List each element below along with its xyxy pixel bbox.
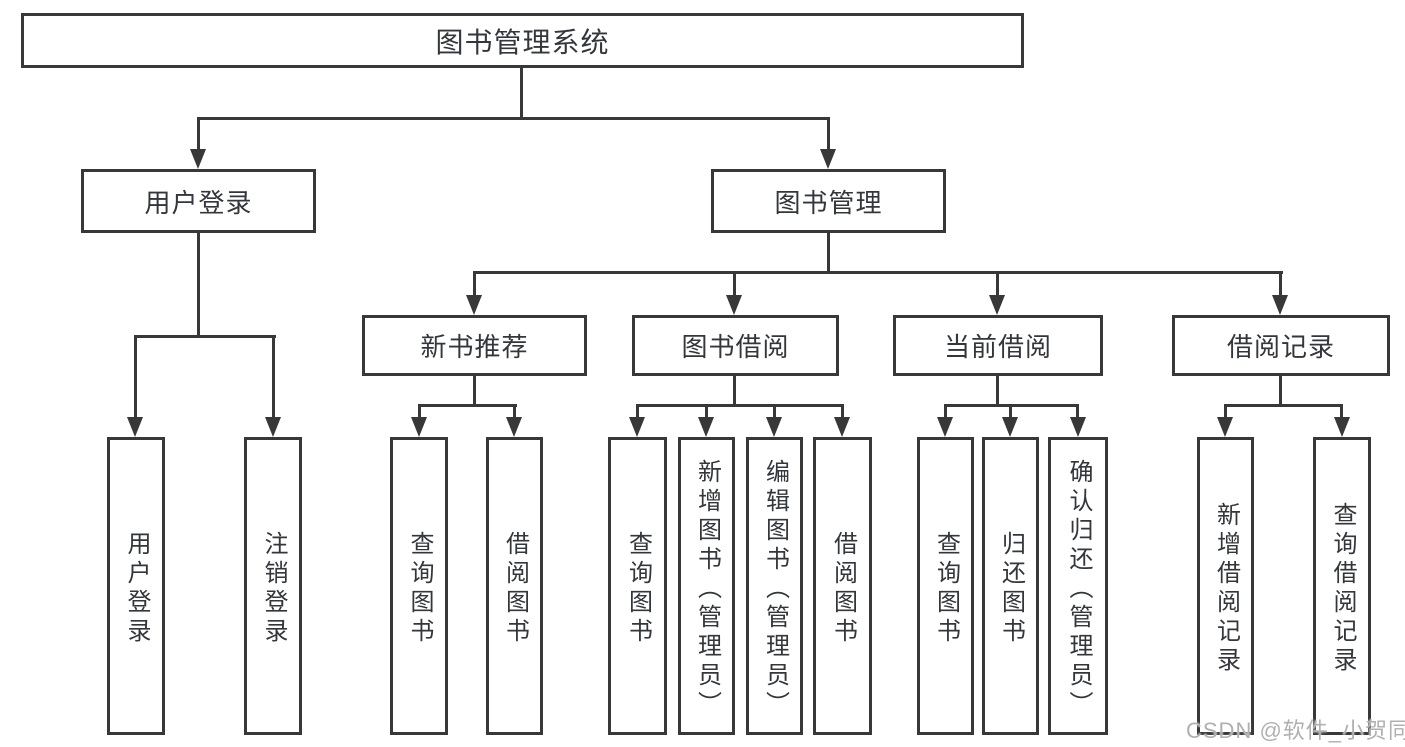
node-library-system: 图书管理系统 xyxy=(21,13,1024,68)
connector-line xyxy=(473,271,1283,274)
leaf-add-book-admin: 新增图书（管理员） xyxy=(678,437,735,735)
node-current-borrowing: 当前借阅 xyxy=(893,315,1103,376)
arrow-down-icon xyxy=(766,417,782,437)
connector-line xyxy=(827,231,830,273)
connector-line xyxy=(1279,271,1282,299)
leaf-query-books-current: 查询图书 xyxy=(917,437,974,735)
leaf-add-borrow-record: 新增借阅记录 xyxy=(1197,437,1254,735)
leaf-logout: 注销登录 xyxy=(244,437,302,735)
leaf-query-books-recommend: 查询图书 xyxy=(390,437,448,735)
connector-line xyxy=(1009,404,1012,421)
connector-line xyxy=(1224,404,1343,407)
arrow-down-icon xyxy=(190,149,206,169)
node-new-book-recommendation: 新书推荐 xyxy=(362,315,587,376)
connector-line xyxy=(513,404,516,421)
connector-line xyxy=(996,374,999,406)
arrow-down-icon xyxy=(1272,295,1288,315)
node-borrowing-records: 借阅记录 xyxy=(1172,315,1390,376)
connector-line xyxy=(733,374,736,406)
leaf-confirm-return-admin: 确认归还（管理员） xyxy=(1048,437,1108,735)
watermark-text: CSDN @软件_小贺同学 xyxy=(1186,718,1405,743)
connector-line xyxy=(636,404,639,421)
connector-line xyxy=(418,404,517,407)
connector-line xyxy=(773,404,776,421)
node-user-login: 用户登录 xyxy=(81,169,316,233)
leaf-user-login: 用户登录 xyxy=(107,437,165,735)
leaf-query-borrow-record: 查询借阅记录 xyxy=(1313,437,1371,735)
leaf-borrow-books-borrowing: 借阅图书 xyxy=(813,437,872,735)
connector-line xyxy=(272,335,275,419)
arrow-down-icon xyxy=(506,417,522,437)
connector-line xyxy=(520,66,523,119)
connector-line xyxy=(134,335,137,419)
connector-line xyxy=(473,271,476,299)
connector-line xyxy=(134,335,276,338)
connector-line xyxy=(944,404,947,421)
connector-line xyxy=(1340,404,1343,421)
connector-line xyxy=(197,231,200,337)
arrow-down-icon xyxy=(834,417,850,437)
connector-line xyxy=(197,117,830,120)
arrow-down-icon xyxy=(629,417,645,437)
connector-line xyxy=(1279,374,1282,406)
connector-line xyxy=(705,404,708,421)
connector-line xyxy=(841,404,844,421)
leaf-borrow-books-recommend: 借阅图书 xyxy=(486,437,543,735)
arrow-down-icon xyxy=(1334,417,1350,437)
leaf-query-books-borrowing: 查询图书 xyxy=(608,437,667,735)
connector-line xyxy=(827,117,830,151)
arrow-down-icon xyxy=(726,295,742,315)
connector-line xyxy=(197,117,200,151)
arrow-down-icon xyxy=(411,417,427,437)
node-book-management: 图书管理 xyxy=(711,169,946,233)
arrow-down-icon xyxy=(698,417,714,437)
arrow-down-icon xyxy=(1070,417,1086,437)
connector-line xyxy=(996,271,999,299)
arrow-down-icon xyxy=(265,417,281,437)
arrow-down-icon xyxy=(989,295,1005,315)
arrow-down-icon xyxy=(820,149,836,169)
arrow-down-icon xyxy=(466,295,482,315)
arrow-down-icon xyxy=(127,417,143,437)
node-book-borrowing: 图书借阅 xyxy=(632,315,839,376)
arrow-down-icon xyxy=(1002,417,1018,437)
connector-line xyxy=(733,271,736,299)
leaf-edit-book-admin: 编辑图书（管理员） xyxy=(746,437,803,735)
connector-line xyxy=(1076,404,1079,421)
arrow-down-icon xyxy=(937,417,953,437)
connector-line xyxy=(636,404,844,407)
connector-line xyxy=(473,374,476,406)
connector-line xyxy=(1224,404,1227,421)
arrow-down-icon xyxy=(1217,417,1233,437)
leaf-return-books: 归还图书 xyxy=(982,437,1039,735)
connector-line xyxy=(418,404,421,421)
